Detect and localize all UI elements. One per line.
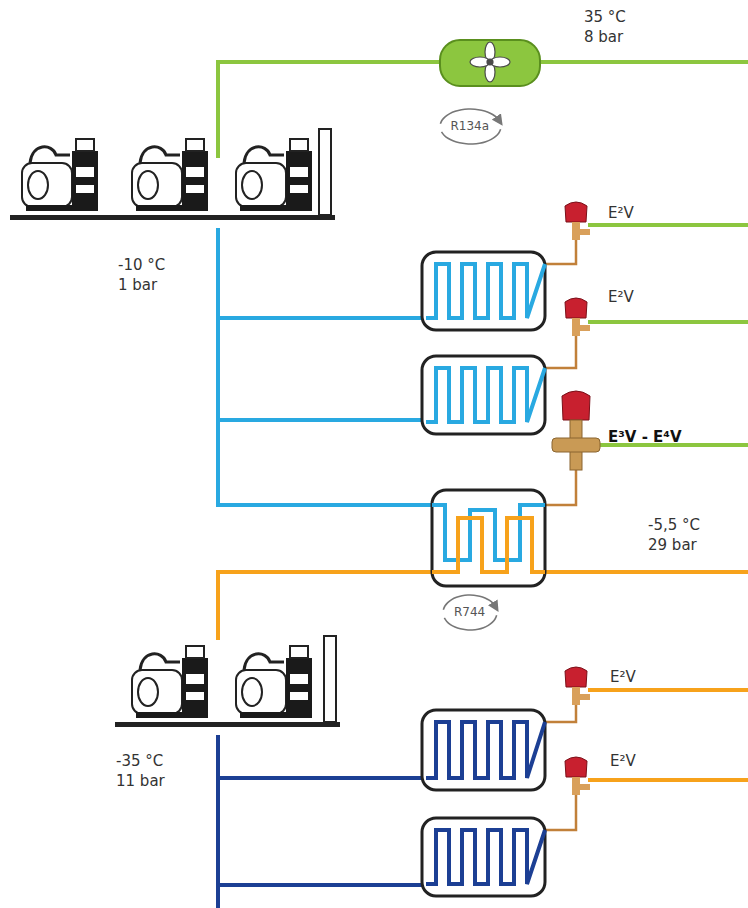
evaporator (422, 818, 545, 896)
valve-label: E³V - E⁴V (608, 428, 682, 447)
refrigerant-cycle-icon: R744 (440, 592, 500, 633)
compressor (236, 139, 312, 211)
compressor-rack (10, 129, 335, 220)
state-label: -10 °C (118, 256, 165, 275)
refrigerant-cycle-icon: R134a (437, 106, 504, 147)
valve-label: E²V (610, 752, 636, 771)
compressor (22, 139, 98, 211)
refrigerant-name: R744 (440, 592, 500, 633)
evaporator (422, 710, 545, 790)
expansion-valve (565, 667, 590, 705)
e3v-e4v-valve (552, 391, 600, 470)
compressor (236, 646, 312, 718)
state-label: 1 bar (118, 276, 157, 295)
r134a-high-pressure-line (218, 62, 748, 445)
valve-label: E²V (610, 668, 636, 687)
state-label: 11 bar (116, 772, 165, 791)
cascade-heat-exchanger (432, 490, 545, 586)
expansion-valve (565, 757, 590, 795)
expansion-valve (565, 298, 590, 336)
state-label: 35 °C (584, 8, 626, 27)
compressor (132, 139, 208, 211)
valve-label: E²V (608, 288, 634, 307)
evaporator (422, 252, 545, 330)
state-label: 8 bar (584, 28, 623, 47)
state-label: -35 °C (116, 752, 163, 771)
r134a-suction-line (218, 228, 432, 505)
state-label: -5,5 °C (648, 516, 700, 535)
valve-label: E²V (608, 204, 634, 223)
expansion-valve (565, 202, 590, 240)
state-label: 29 bar (648, 536, 697, 555)
compressor (132, 646, 208, 718)
compressor-rack (115, 636, 340, 727)
r744-suction-line (218, 735, 424, 908)
refrigerant-name: R134a (437, 106, 504, 147)
evaporator (422, 356, 545, 434)
valve-stem (545, 240, 576, 830)
condenser (440, 40, 540, 86)
